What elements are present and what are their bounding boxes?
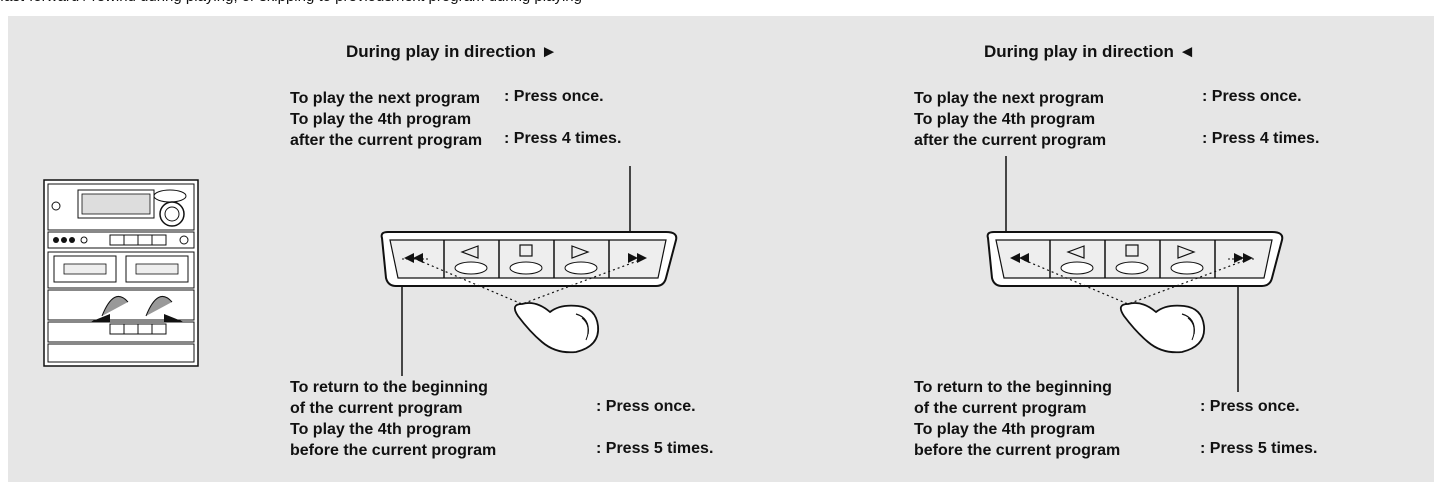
fast-forward-icon — [628, 253, 647, 263]
right-prev-line-2: of the current program — [914, 400, 1087, 417]
cassette-deck-buttons-icon — [380, 166, 678, 376]
left-prev-line-1: To return to the beginning — [290, 379, 488, 396]
right-next-line-2: To play the 4th program — [914, 111, 1096, 128]
right-prev-answer-4: : Press 5 times. — [1200, 440, 1318, 457]
play-reverse-icon — [454, 245, 488, 275]
instruction-panel: During play in direction ► To play the n… — [8, 16, 1434, 482]
left-prev-line-4: before the current program — [290, 442, 497, 459]
pointing-hand-icon — [513, 302, 599, 354]
pointing-hand-icon — [1119, 302, 1205, 354]
left-next-answer-3: : Press 4 times. — [504, 130, 622, 147]
left-heading: During play in direction ► — [346, 42, 558, 61]
right-prev-labels: To return to the beginning of the curren… — [914, 377, 1120, 461]
right-prev-line-3: To play the 4th program — [914, 421, 1096, 438]
right-next-answer-3: : Press 4 times. — [1202, 130, 1320, 147]
stop-icon — [1115, 244, 1149, 275]
left-next-labels: To play the next program To play the 4th… — [290, 88, 482, 151]
right-prev-line-1: To return to the beginning — [914, 379, 1112, 396]
stop-icon — [509, 244, 543, 275]
right-next-line-1: To play the next program — [914, 90, 1104, 107]
left-next-answer-1: : Press once. — [504, 88, 604, 105]
left-next-line-3: after the current program — [290, 132, 483, 149]
stereo-system-icon — [43, 179, 199, 367]
left-prev-labels: To return to the beginning of the curren… — [290, 377, 496, 461]
cassette-deck-buttons-icon — [986, 156, 1284, 392]
right-prev-line-4: before the current program — [914, 442, 1121, 459]
left-prev-line-3: To play the 4th program — [290, 421, 472, 438]
play-forward-icon — [1170, 245, 1204, 275]
fast-forward-icon — [1228, 253, 1256, 263]
right-next-answer-1: : Press once. — [1202, 88, 1302, 105]
left-prev-line-2: of the current program — [290, 400, 463, 417]
play-reverse-icon — [1060, 245, 1094, 275]
left-prev-answer-2: : Press once. — [596, 398, 696, 415]
top-cut-off-text: fast-forward / rewind during playing, or… — [0, 0, 1447, 8]
right-prev-answer-2: : Press once. — [1200, 398, 1300, 415]
play-forward-icon — [564, 245, 598, 275]
left-prev-answer-4: : Press 5 times. — [596, 440, 714, 457]
right-heading: During play in direction ◄ — [984, 42, 1196, 61]
left-next-line-2: To play the 4th program — [290, 111, 472, 128]
right-next-line-3: after the current program — [914, 132, 1107, 149]
left-next-line-1: To play the next program — [290, 90, 480, 107]
right-next-labels: To play the next program To play the 4th… — [914, 88, 1106, 151]
